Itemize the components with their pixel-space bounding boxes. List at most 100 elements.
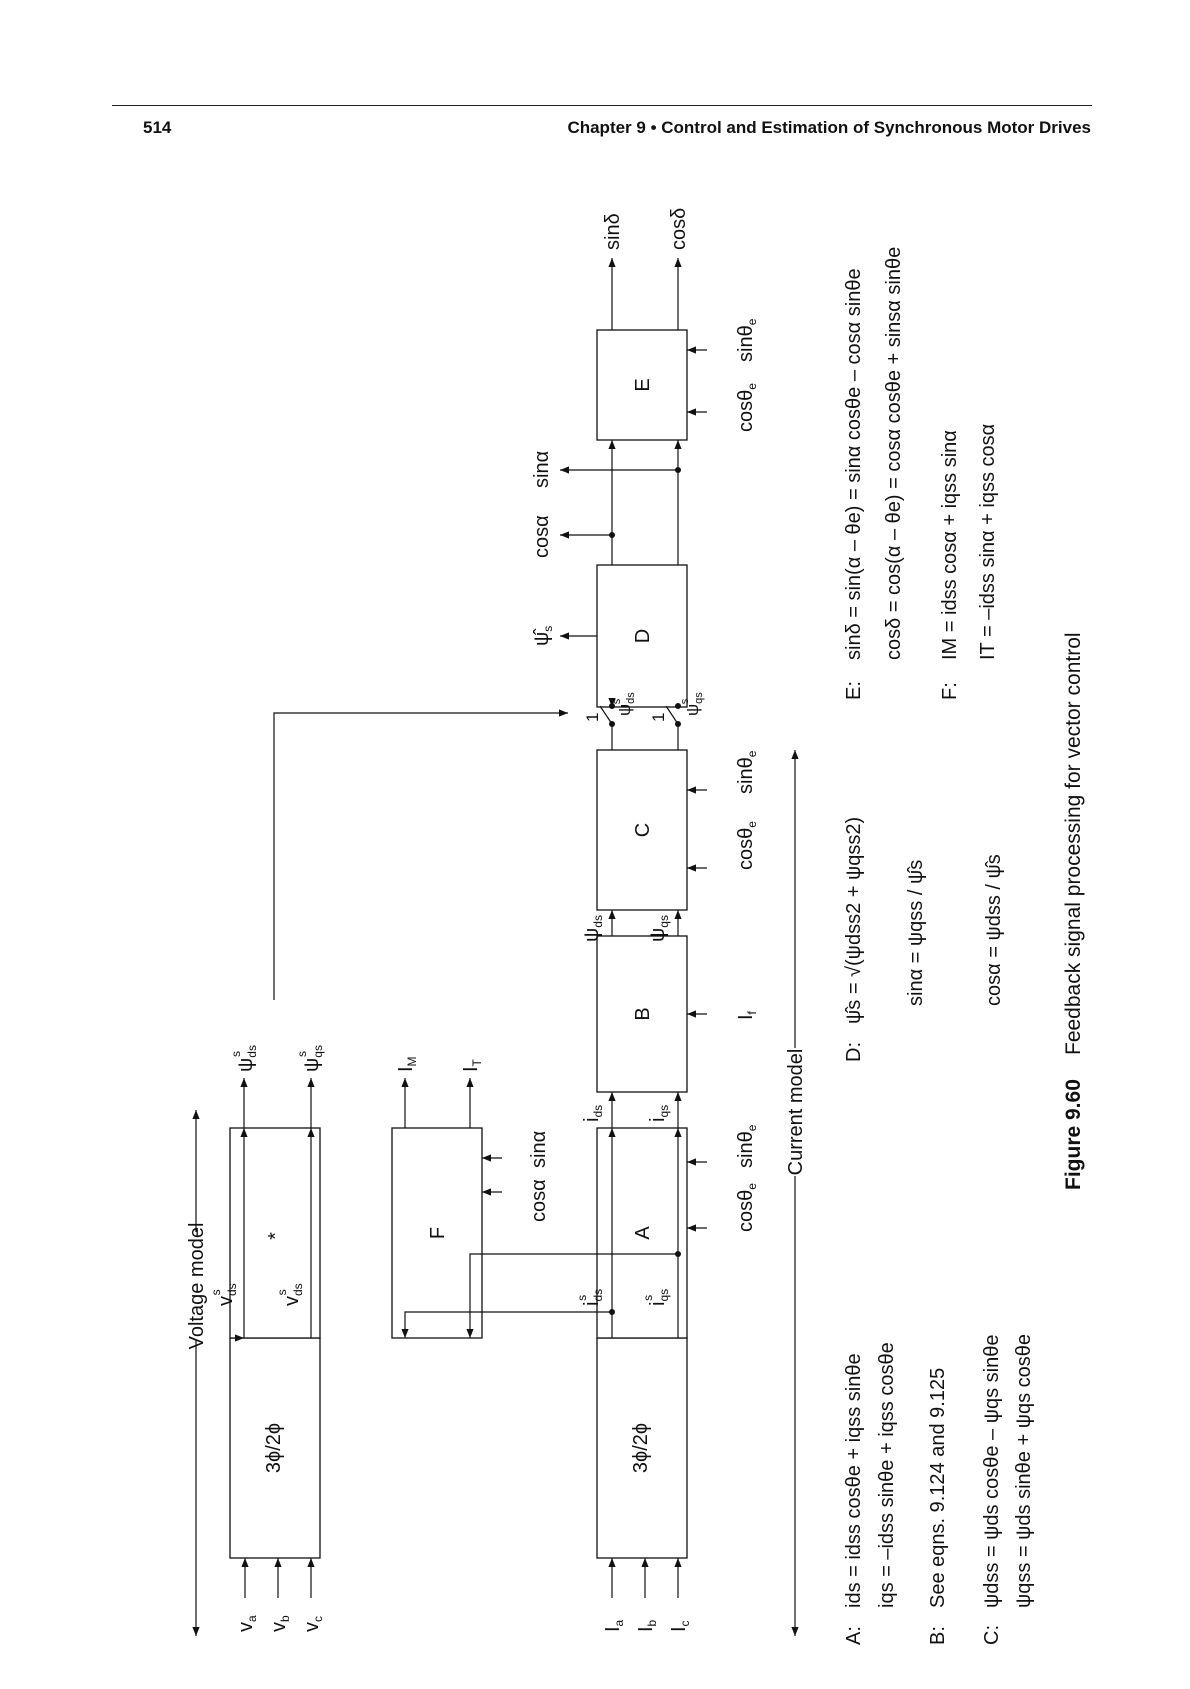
eq-d3: cosα = ψdss / ψ̂s	[983, 854, 1005, 1006]
svg-text:F: F	[427, 1227, 449, 1239]
svg-text:3ϕ/2ϕ: 3ϕ/2ϕ	[630, 1423, 652, 1473]
label-psi-ds: ψds	[581, 915, 605, 942]
label-c-sin-theta: sinθe	[735, 750, 759, 794]
d-outputs: ψ̂s cosα sinα	[531, 440, 682, 646]
label-a-cos-theta: cosθe	[735, 1183, 759, 1232]
svg-text:3ϕ/2ϕ: 3ϕ/2ϕ	[263, 1423, 285, 1473]
block-current-3phase-2phase: 3ϕ/2ϕ	[596, 1337, 688, 1559]
block-f: F	[391, 1127, 483, 1339]
label-psi-hat-s: ψ̂s	[531, 626, 555, 646]
eq-e-label: E:	[843, 681, 865, 700]
current-to-f-branches	[401, 1251, 681, 1338]
block-voltage-3phase-2phase: 3ϕ/2ϕ	[229, 1337, 321, 1559]
input-vb: vb	[268, 1615, 292, 1632]
block-a: A	[596, 1127, 688, 1339]
eq-b1: See eqns. 9.124 and 9.125	[927, 1368, 949, 1608]
eq-e2: cosδ = cos(α – θe) = cosα cosθe + sinsα …	[883, 247, 905, 660]
label-it: IT	[460, 1058, 484, 1072]
eq-c2: ψqss = ψds sinθe + ψqs cosθe	[1013, 1334, 1035, 1608]
current-model-span: Current model	[785, 750, 807, 1636]
input-ic: Ic	[668, 1620, 692, 1632]
figure-caption: Figure 9.60 Feedback signal processing f…	[1062, 632, 1085, 1190]
eq-b-label: B:	[927, 1626, 949, 1645]
block-c: C	[596, 749, 688, 911]
label-im: IM	[395, 1056, 419, 1072]
vconv-star-connections	[240, 1128, 315, 1338]
f-inputs: cosα sinα	[482, 1131, 550, 1222]
star-outputs: ψdss ψqss	[229, 1045, 325, 1128]
eq-a1: ids = idss cosθe + iqss sinθe	[843, 1353, 865, 1608]
label-iqs-s: iqss	[641, 1289, 671, 1306]
eq-a2: iqs = –idss sinθe + iqss cosθe	[876, 1342, 898, 1608]
block-d: D	[596, 564, 688, 708]
label-d-sin-alpha: sinα	[531, 451, 553, 488]
figure-number: Figure 9.60	[1062, 1079, 1085, 1190]
e-trig-inputs: cosθe sinθe	[687, 318, 759, 432]
svg-text:E: E	[632, 378, 654, 391]
label-psi-ds-s: ψdss	[229, 1045, 259, 1072]
label-cos-delta: cosδ	[668, 208, 690, 250]
label-sin-delta: sinδ	[602, 213, 624, 250]
eq-c-label: C:	[981, 1625, 1003, 1645]
label-e-sin-theta: sinθe	[735, 318, 759, 362]
c-trig-inputs: cosθe sinθe	[687, 750, 759, 872]
f-outputs: IM IT	[395, 1056, 484, 1128]
eq-d2: sinα = ψqss / ψ̂s	[905, 860, 927, 1006]
current-inputs: Ia Ib Ic	[602, 1558, 692, 1632]
label-psi-qs: ψqs	[647, 915, 671, 942]
label-d-cos-alpha: cosα	[531, 515, 553, 558]
eq-a-label: A:	[843, 1626, 865, 1645]
e-outputs: sinδ cosδ	[602, 208, 690, 330]
svg-text:B: B	[632, 1007, 654, 1020]
a-to-b: ids iqs	[581, 1092, 682, 1128]
label-if: If	[735, 1010, 759, 1020]
label-ids-s: idss	[575, 1289, 605, 1306]
label-f-sin-alpha: sinα	[528, 1131, 550, 1168]
svg-text:C: C	[632, 823, 654, 837]
label-switch-1-bottom: 1	[649, 713, 668, 722]
label-ids: ids	[581, 1105, 605, 1122]
label-f-cos-alpha: cosα	[528, 1179, 550, 1222]
label-switch-psi-ds-s: ψdss	[611, 692, 637, 716]
b-to-c: ψds ψqs	[581, 910, 682, 942]
label-vds-s: vdss	[209, 1283, 239, 1306]
label-c-cos-theta: cosθe	[735, 821, 759, 870]
label-iqs: iqs	[647, 1105, 671, 1122]
eq-f-label: F:	[939, 682, 961, 700]
voltage-model-label: Voltage model	[186, 1223, 208, 1350]
label-psi-qs-s: ψqss	[295, 1045, 325, 1072]
eq-d1: ψ̂s = √(ψdss2 + ψqss2)	[843, 817, 865, 1024]
running-head-top: Chapter 9 • Control and Estimation of Sy…	[567, 118, 1091, 137]
eq-c1: ψdss = ψds cosθe – ψqs sinθe	[981, 1335, 1003, 1608]
header-rule-top	[112, 105, 1092, 106]
voltage-feedback-path	[273, 709, 568, 1000]
eq-d-label: D:	[843, 1042, 865, 1062]
figure-caption-text: Feedback signal processing for vector co…	[1062, 632, 1085, 1055]
label-e-cos-theta: cosθe	[735, 383, 759, 432]
input-ib: Ib	[635, 1619, 659, 1632]
voltage-model-span: Voltage model	[186, 1110, 208, 1636]
iconv-to-a: idss iqss	[575, 1128, 682, 1338]
svg-text:A: A	[632, 1226, 654, 1240]
eq-f1: IM = idss cosα + iqss sinα	[939, 430, 961, 660]
voltage-inputs: va vb vc	[235, 1558, 325, 1632]
b-field-input: If	[687, 1010, 759, 1020]
input-ia: Ia	[602, 1619, 626, 1632]
label-vds-s-2: vdss	[275, 1283, 305, 1306]
input-va: va	[235, 1615, 259, 1632]
current-model-label: Current model	[785, 1049, 807, 1176]
input-vc: vc	[301, 1616, 325, 1632]
label-a-sin-theta: sinθe	[735, 1124, 759, 1168]
block-star: *	[229, 1127, 321, 1339]
eq-f2: IT = –idss sinα + iqss cosα	[977, 424, 999, 660]
equations: A: ids = idss cosθe + iqss sinθe iqs = –…	[843, 247, 1035, 1645]
label-switch-1-top: 1	[583, 713, 602, 722]
c-to-switch: 1 1 ψdss ψqss	[583, 692, 705, 750]
eq-e1: sinδ = sin(α – θe) = sinα cosθe – cosα s…	[843, 268, 865, 660]
page-number-top: 514	[143, 118, 172, 137]
svg-text:*: *	[265, 1232, 287, 1240]
block-b: B	[596, 935, 688, 1093]
a-trig-inputs: cosθe sinθe	[687, 1124, 759, 1232]
label-switch-psi-qs-s: ψqss	[679, 692, 705, 716]
